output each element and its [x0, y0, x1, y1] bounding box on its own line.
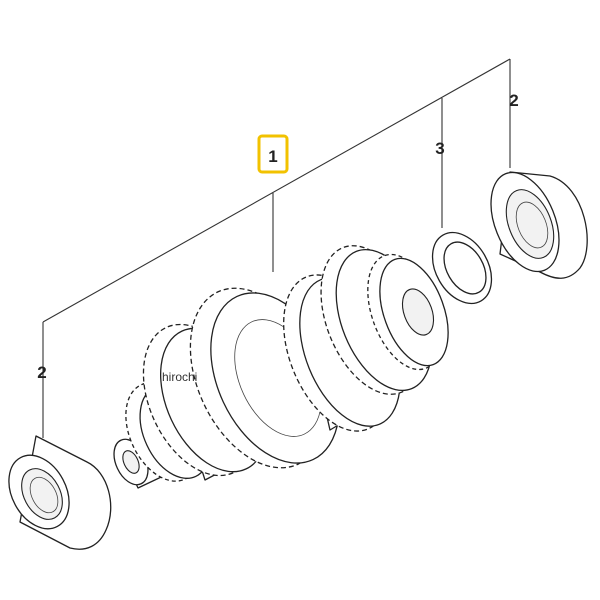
left-bearing — [8, 435, 112, 550]
gear-shaft-assembly — [113, 245, 449, 489]
callout-2-right: 2 — [509, 91, 518, 110]
right-bearing — [490, 171, 588, 279]
part-1-highlight — [257, 134, 289, 174]
callout-3: 3 — [435, 139, 444, 158]
leader-lines — [42, 58, 511, 438]
callout-1: 1 — [268, 147, 277, 166]
callout-2-left: 2 — [37, 363, 46, 382]
watermark: hirochi — [162, 370, 197, 384]
thrust-washer — [431, 231, 493, 305]
